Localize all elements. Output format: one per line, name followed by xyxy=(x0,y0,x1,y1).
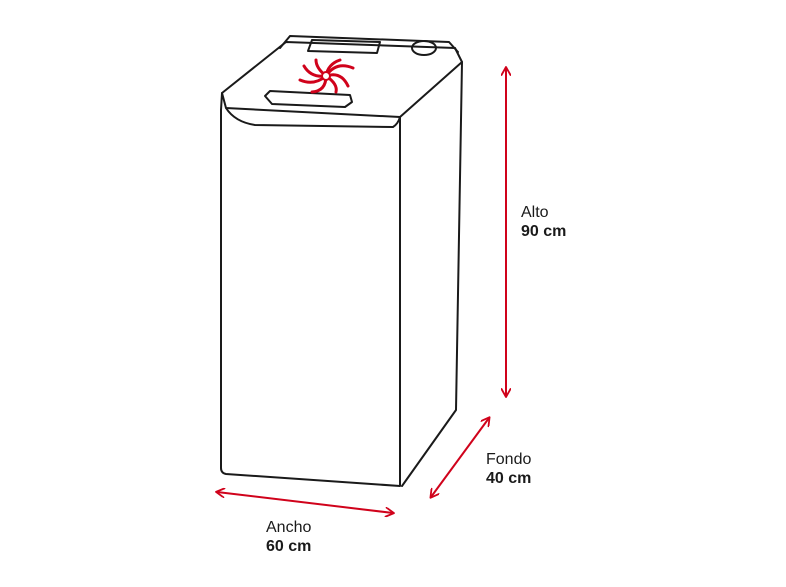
washing-machine xyxy=(220,35,463,487)
front-edge xyxy=(220,92,223,111)
width-label: Ancho 60 cm xyxy=(266,518,311,556)
width-label-name: Ancho xyxy=(266,519,312,536)
depth-label-value: 40 cm xyxy=(486,470,532,487)
lid-handle xyxy=(264,90,353,108)
control-panel xyxy=(279,35,459,53)
height-label-name: Alto xyxy=(521,204,549,221)
width-dimension-arrow xyxy=(217,492,393,513)
height-label-value: 90 cm xyxy=(521,223,567,240)
swirl-logo-icon xyxy=(298,58,355,94)
height-label: Alto 90 cm xyxy=(521,203,566,241)
dial-knob xyxy=(411,40,437,56)
depth-label: Fondo 40 cm xyxy=(486,450,531,488)
display-window xyxy=(307,39,381,54)
width-label-value: 60 cm xyxy=(266,538,312,555)
side-panel xyxy=(401,61,463,487)
depth-label-name: Fondo xyxy=(486,451,532,468)
depth-dimension-arrow xyxy=(431,418,489,497)
front-panel xyxy=(220,107,401,487)
